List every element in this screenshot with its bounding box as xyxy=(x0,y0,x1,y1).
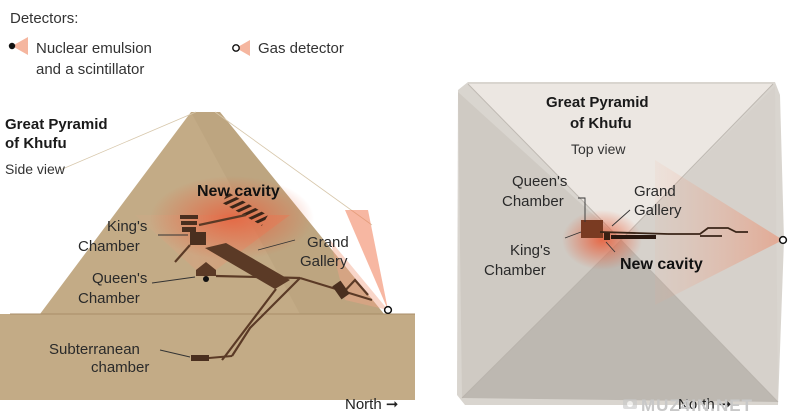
legend-nuclear-label-2: and a scintillator xyxy=(36,61,145,78)
side-queens-label-2: Chamber xyxy=(78,290,140,307)
top-grand-label-1: Grand xyxy=(634,183,676,200)
side-new-cavity xyxy=(222,192,268,226)
top-view-pyramid xyxy=(457,82,788,405)
side-queens-label-1: Queen's xyxy=(92,270,148,287)
side-view-pyramid xyxy=(0,111,415,400)
side-kings-chamber xyxy=(180,215,206,245)
side-title-line2: of Khufu xyxy=(5,135,67,152)
side-subtitle: Side view xyxy=(5,161,65,177)
side-subterranean-label-1: Subterranean xyxy=(49,341,140,358)
top-title-line2: of Khufu xyxy=(570,115,632,132)
top-title-line1: Great Pyramid xyxy=(546,94,649,111)
legend-nuclear-icon xyxy=(8,37,28,55)
side-nuclear-detector xyxy=(203,276,209,282)
side-gas-detector xyxy=(383,305,393,315)
top-queens-label-2: Chamber xyxy=(502,193,564,210)
side-queens-chamber xyxy=(196,262,216,276)
legend-gas-label: Gas detector xyxy=(258,40,344,57)
legend-nuclear-label-1: Nuclear emulsion xyxy=(36,40,152,57)
top-detector-fan xyxy=(655,160,783,305)
top-queens-chamber xyxy=(604,232,610,240)
side-grand-label-1: Grand xyxy=(307,234,349,251)
top-gas-detector xyxy=(778,235,788,245)
north-arrow-icon: ➞ xyxy=(718,396,732,413)
side-kings-label-1: King's xyxy=(107,218,148,235)
top-face-north xyxy=(462,240,778,402)
top-face-west xyxy=(458,92,621,398)
top-grand-label-2: Gallery xyxy=(634,202,682,219)
top-kings-label-2: Chamber xyxy=(484,262,546,279)
legend-gas-icon xyxy=(232,40,250,56)
top-face-south xyxy=(468,84,773,240)
north-detector-fan xyxy=(345,210,388,310)
side-grand-label-2: Gallery xyxy=(300,253,348,270)
side-title-line1: Great Pyramid xyxy=(5,116,108,133)
top-new-cavity-label: New cavity xyxy=(620,256,703,273)
top-queens-label-1: Queen's xyxy=(512,173,568,190)
watermark-text: MUZ4IN.NET xyxy=(641,396,753,415)
top-kings-chamber xyxy=(581,220,603,238)
legend-title: Detectors: xyxy=(10,10,79,27)
side-kings-label-2: Chamber xyxy=(78,238,140,255)
side-new-cavity-label: New cavity xyxy=(197,183,280,200)
side-subterranean-chamber xyxy=(191,355,209,361)
side-north-label: North ➞ xyxy=(345,396,399,413)
watermark-camera-icon xyxy=(623,399,637,409)
top-grand-gallery xyxy=(611,235,656,239)
top-subtitle: Top view xyxy=(571,141,626,157)
side-subterranean-label-2: chamber xyxy=(91,359,150,376)
top-north-label: North ➞ xyxy=(678,396,732,413)
top-kings-label-1: King's xyxy=(510,242,551,259)
north-arrow-icon: ➞ xyxy=(385,396,399,413)
